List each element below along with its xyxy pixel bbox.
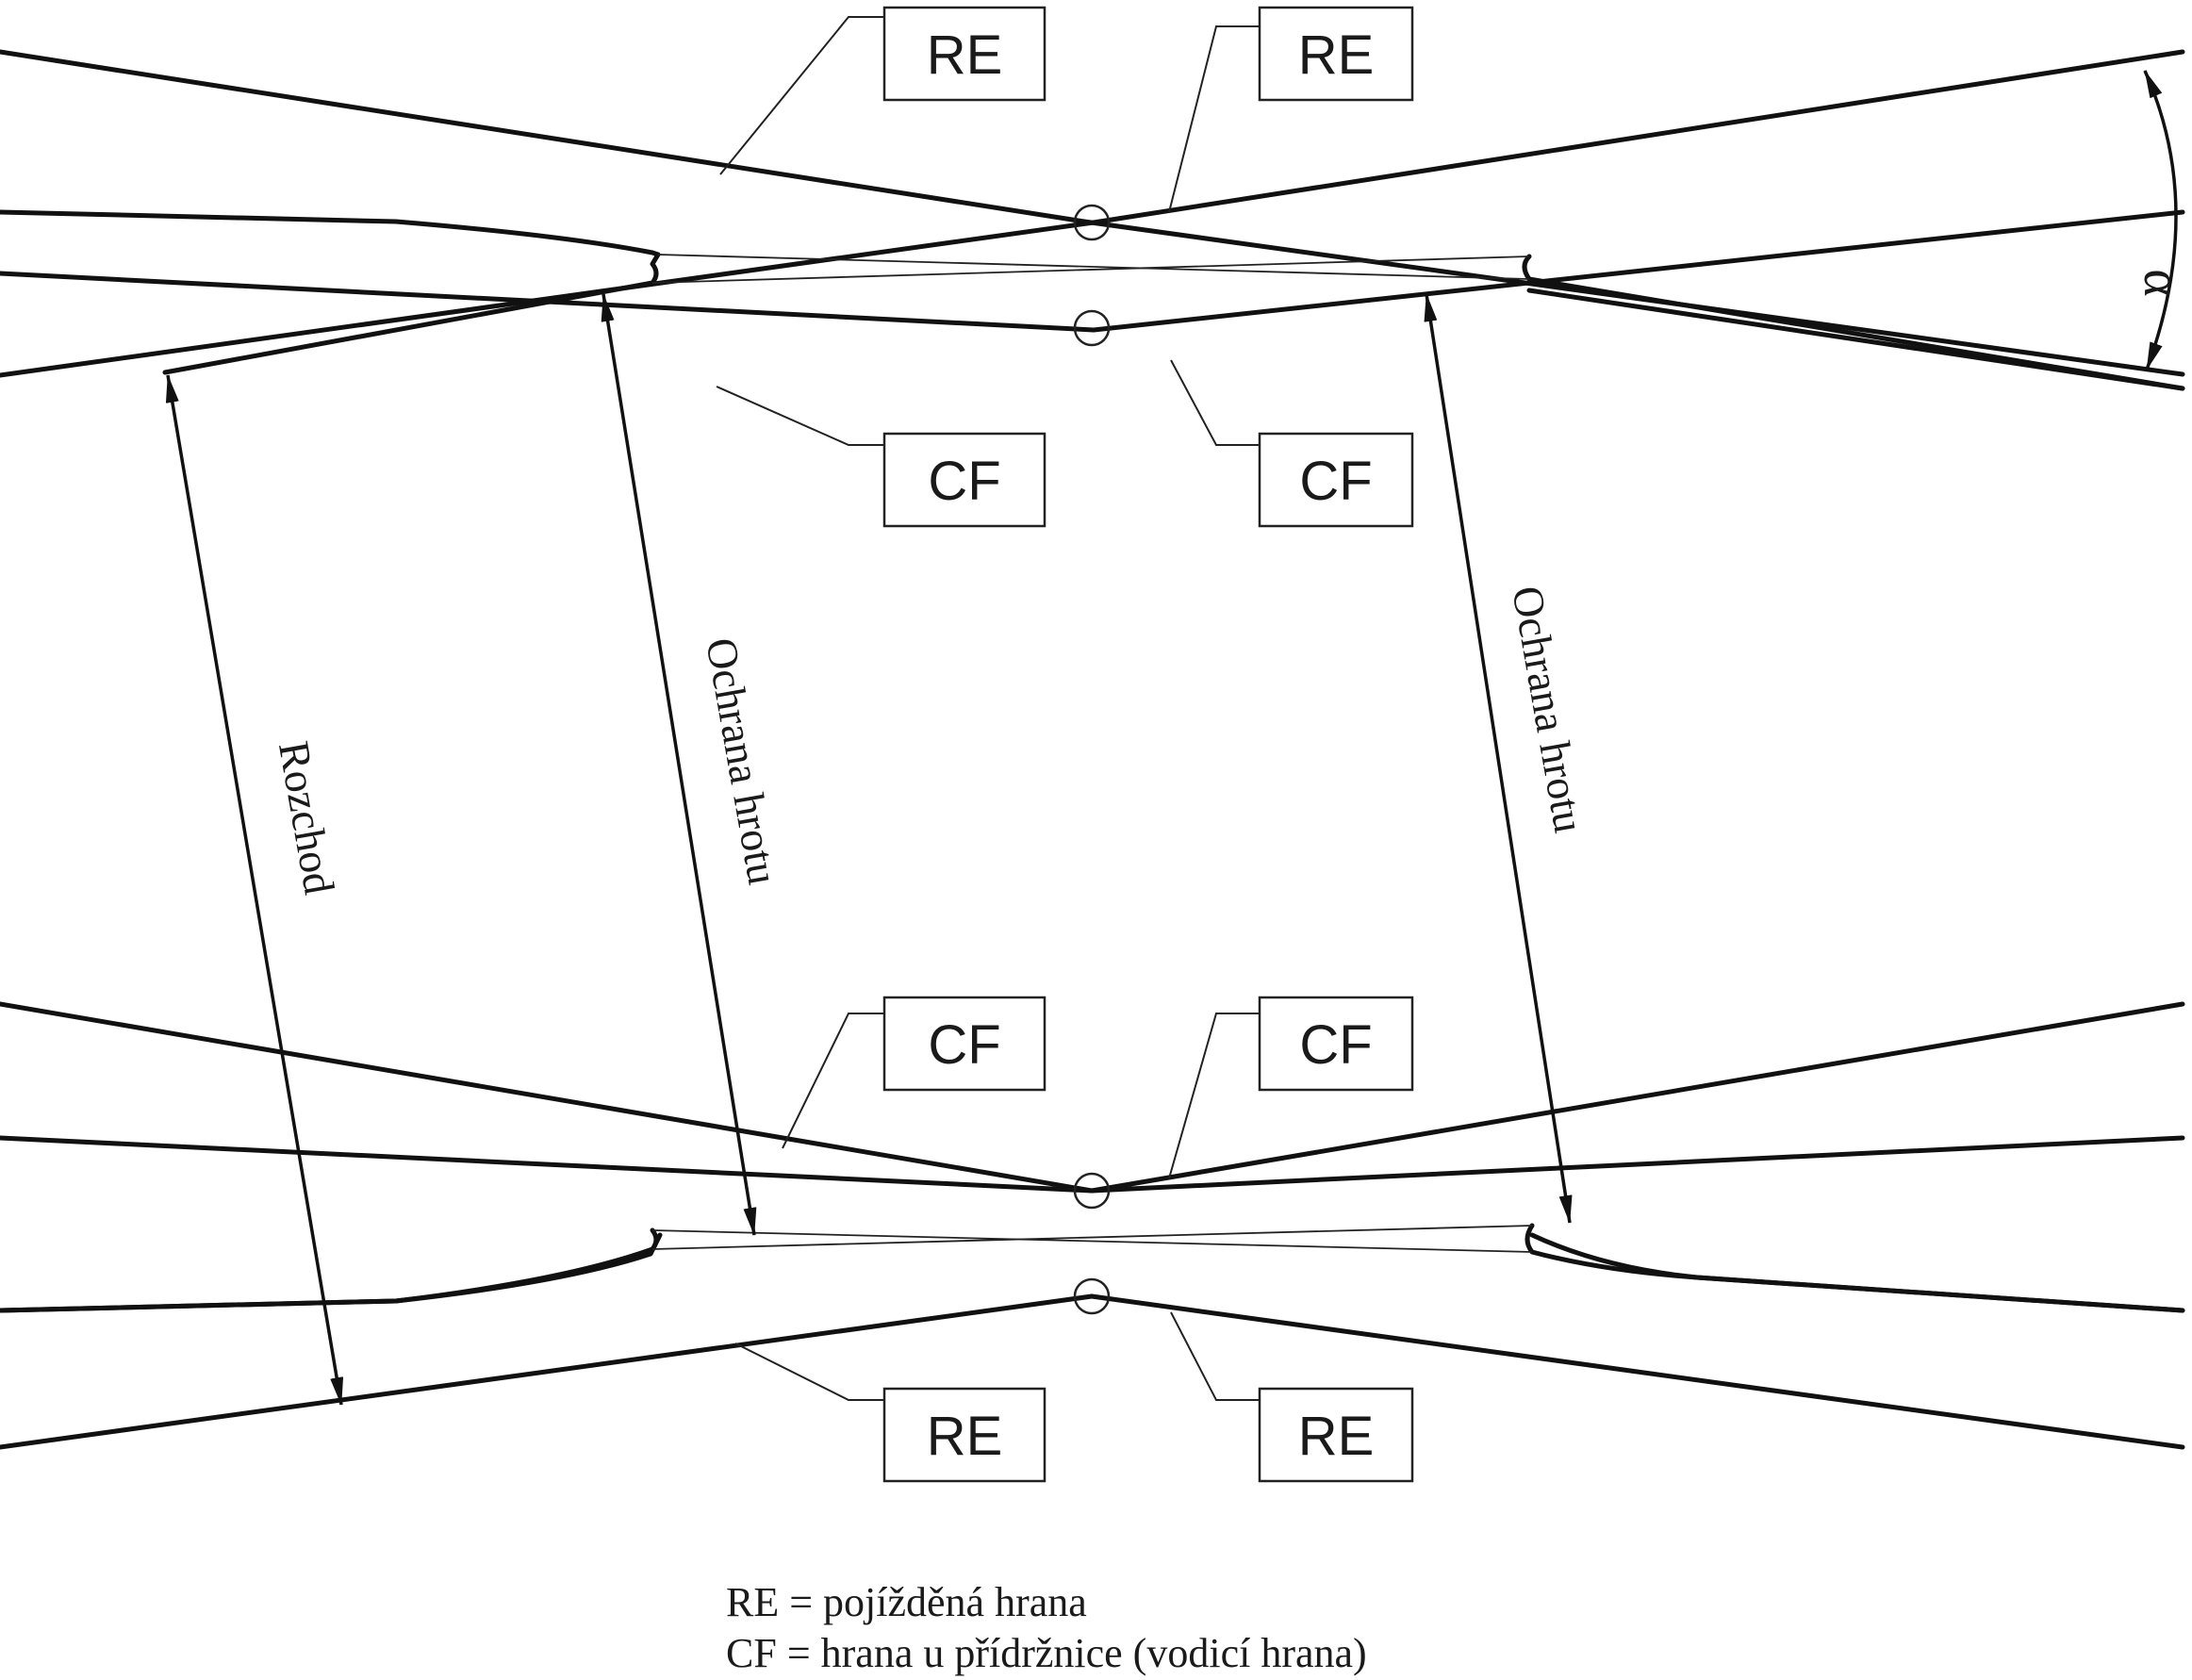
point-protection-dimension-right: Ochrana hrotu	[1424, 293, 1593, 1224]
re-box-lower-left: RE	[882, 1387, 1047, 1483]
upper-rail-d	[1091, 49, 2185, 225]
cf-box-lower-right: CF	[1258, 996, 1414, 1092]
legend-cf: CF = hrana u přídržnice (vodicí hrana)	[726, 1630, 1367, 1676]
lower-rail-f	[1089, 1135, 2185, 1194]
leader-re-upper-right	[1168, 25, 1260, 213]
cf-label: CF	[928, 451, 1000, 512]
upper-crossing	[0, 49, 2185, 391]
re-label: RE	[1298, 1406, 1375, 1467]
upper-thin-2	[657, 254, 1530, 280]
re-label: RE	[927, 25, 1003, 86]
point-protection-label-left: Ochrana hrotu	[697, 634, 787, 888]
lower-rail-d	[1089, 1293, 2185, 1450]
gauge-label: Rozchod	[270, 737, 344, 898]
cf-box-lower-left: CF	[882, 996, 1047, 1092]
upper-rail-c	[0, 220, 1096, 378]
leader-cf-upper-left	[716, 386, 884, 446]
point-protection-dimension-line-left	[601, 293, 757, 1236]
leader-re-upper-left	[719, 16, 884, 175]
point-protection-dimension-left: Ochrana hrotu	[601, 293, 787, 1236]
upper-rail-f	[1091, 209, 2185, 333]
re-box-upper-left: RE	[882, 6, 1047, 102]
point-protection-label-right: Ochrana hrotu	[1503, 583, 1593, 836]
lower-intersection-circle-top	[1073, 1172, 1111, 1210]
re-box-lower-right: RE	[1258, 1387, 1414, 1483]
alpha-symbol: α	[2133, 269, 2191, 296]
cf-label: CF	[928, 1014, 1000, 1076]
upper-intersection-circle-bottom	[1073, 309, 1111, 347]
lower-nose-right	[1525, 1223, 2185, 1313]
re-box-upper-right: RE	[1258, 6, 1414, 102]
upper-intersection-circle-top	[1073, 204, 1111, 241]
lower-rail-b	[1089, 1001, 2185, 1194]
point-protection-dimension-line-right	[1424, 293, 1573, 1224]
upper-rail-a	[0, 49, 1087, 224]
upper-nose-right	[1522, 254, 2185, 391]
angle-alpha: α	[2133, 70, 2191, 371]
leader-cf-lower-left	[782, 1013, 884, 1149]
re-label: RE	[927, 1406, 1003, 1467]
upper-wing-rail-left	[0, 209, 661, 257]
cf-box-upper-right: CF	[1258, 432, 1414, 528]
cf-label: CF	[1299, 1014, 1372, 1076]
lower-rail-c	[0, 1293, 1095, 1450]
angle-alpha-arc	[2143, 70, 2178, 371]
upper-thin-1	[651, 255, 1530, 284]
legend-re: RE = pojížděná hrana	[726, 1579, 1087, 1625]
gauge-dimension-line	[165, 374, 344, 1406]
leader-cf-upper-right	[1170, 359, 1260, 446]
lower-thin-2	[651, 1225, 1533, 1250]
cf-box-upper-left: CF	[882, 432, 1047, 528]
cf-label: CF	[1299, 451, 1372, 512]
gauge-dimension: Rozchod	[165, 374, 344, 1406]
leader-lines	[716, 16, 1260, 1401]
leader-re-lower-right	[1170, 1311, 1260, 1401]
lower-thin-1	[651, 1229, 1533, 1253]
lower-intersection-circle-bottom	[1073, 1277, 1111, 1315]
lower-nose-left	[0, 1227, 659, 1313]
leader-re-lower-left	[734, 1342, 884, 1401]
leader-cf-lower-right	[1168, 1013, 1260, 1179]
lower-crossing	[0, 1001, 2185, 1450]
re-label: RE	[1298, 25, 1375, 86]
upper-nose-left	[162, 252, 661, 375]
